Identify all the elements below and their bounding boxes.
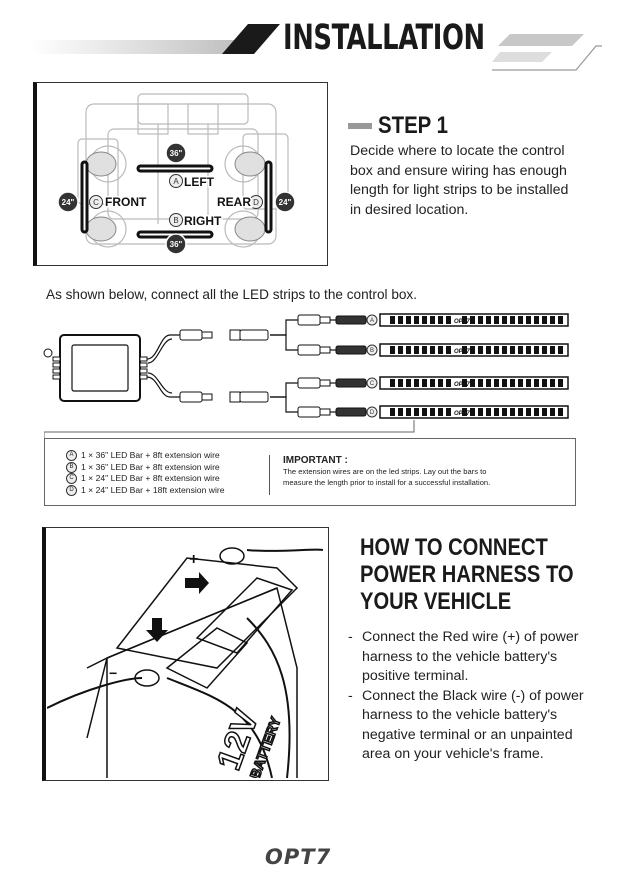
bullet-line: negative terminal or an unpainted: [362, 726, 573, 743]
legend-text: 1 × 24" LED Bar + 18ft extension wire: [81, 484, 225, 495]
bullet-dash: -: [348, 687, 353, 704]
letter-c: C: [93, 198, 99, 207]
legend-letter: A: [66, 450, 77, 462]
step-1-line: box and ensure wiring has enough: [350, 162, 567, 179]
legend-divider: [269, 455, 270, 495]
size-badge-rear: 24": [279, 198, 292, 207]
label-right: RIGHT: [184, 214, 222, 228]
legend-item: A 1 × 36" LED Bar + 8ft extension wire: [66, 450, 225, 462]
size-badge-bottom: 36": [170, 240, 183, 249]
legend-item: C 1 × 24" LED Bar + 8ft extension wire: [66, 473, 225, 485]
strip-brand: OPT7: [454, 319, 470, 325]
wiring-intro: As shown below, connect all the LED stri…: [46, 287, 418, 302]
step-1-line: in desired location.: [350, 201, 469, 218]
bullet-line: area on your vehicle's frame.: [362, 746, 544, 762]
strip-letter: B: [370, 348, 374, 354]
power-bullet: - Connect the Black wire (-) of power ha…: [348, 687, 598, 765]
bullet-line: Connect the Black wire (-) of power: [362, 687, 584, 704]
size-badge-top: 36": [170, 149, 183, 158]
power-section-title: HOW TO CONNECT POWER HARNESS TO YOUR VEH…: [360, 534, 574, 615]
important-note: IMPORTANT : The extension wires are on t…: [283, 455, 568, 488]
important-title: IMPORTANT :: [283, 455, 348, 466]
control-box: [43, 334, 148, 402]
legend-letter: B: [66, 461, 77, 473]
strip-brand: OPT7: [454, 382, 470, 388]
led-strip: OPT7: [379, 313, 569, 327]
strip-letter: C: [370, 381, 375, 387]
letter-b: B: [173, 216, 178, 225]
step-1-title: STEP 1: [378, 112, 448, 139]
power-title-line: POWER HARNESS TO: [360, 561, 574, 588]
legend-text: 1 × 36" LED Bar + 8ft extension wire: [81, 450, 220, 460]
important-line: measure the length prior to install for …: [283, 478, 491, 487]
page-title: INSTALLATION: [283, 18, 485, 58]
bullet-line: Connect the Red wire (+) of power: [362, 629, 579, 645]
label-rear: REAR: [217, 195, 251, 209]
bullet-line: harness to the vehicle battery's: [362, 707, 558, 723]
letter-a: A: [173, 177, 179, 186]
power-title-line: HOW TO CONNECT: [360, 534, 548, 561]
vehicle-diagram: 36" 36" 24" 24" A B C D LEFT RIGHT FRONT…: [57, 93, 296, 255]
legend-pointer: [44, 420, 415, 440]
strip-letter: D: [370, 410, 375, 416]
legend-item: D 1 × 24" LED Bar + 18ft extension wire: [66, 485, 225, 497]
legend-text: 1 × 24" LED Bar + 8ft extension wire: [81, 473, 220, 484]
header-right-decor: [492, 34, 602, 71]
important-line: The extension wires are on the led strip…: [283, 467, 487, 476]
step-dash-decor: [348, 123, 372, 129]
legend-letter: C: [66, 473, 77, 485]
label-left: LEFT: [184, 175, 215, 189]
footer-logo: OPT7: [265, 845, 332, 869]
power-title-line: YOUR VEHICLE: [360, 588, 512, 615]
header-slash-decor: [222, 24, 280, 54]
label-front: FRONT: [105, 195, 147, 209]
bullet-line: positive terminal.: [362, 668, 469, 684]
header-decor-bar: [30, 40, 245, 54]
size-badge-front: 24": [62, 198, 75, 207]
led-strip: OPT7: [379, 405, 569, 419]
led-strip: OPT7: [379, 343, 569, 357]
legend-letter: D: [66, 485, 77, 497]
bullet-line: harness to the vehicle battery's: [362, 648, 558, 665]
strip-brand: OPT7: [454, 349, 470, 355]
svg-text:+: +: [189, 551, 198, 568]
power-bullets: - Connect the Red wire (+) of power harn…: [348, 628, 598, 765]
letter-d: D: [253, 198, 259, 207]
power-bullet: - Connect the Red wire (+) of power harn…: [348, 628, 598, 687]
battery-diagram: + − 12V BATTERY: [47, 547, 323, 778]
step-1-line: length for light strips to be installed: [350, 182, 569, 198]
bullet-dash: -: [348, 629, 353, 645]
strip-letter: A: [370, 318, 374, 324]
step-1-line: Decide where to locate the control: [350, 143, 565, 159]
step-1-text: Decide where to locate the control box a…: [350, 142, 600, 220]
strip-brand: OPT7: [454, 411, 470, 417]
legend-text: 1 × 36" LED Bar + 8ft extension wire: [81, 461, 220, 472]
legend-box: [44, 438, 576, 506]
led-strip: OPT7: [379, 376, 569, 390]
svg-text:−: −: [109, 665, 117, 681]
legend-item: B 1 × 36" LED Bar + 8ft extension wire: [66, 462, 225, 474]
